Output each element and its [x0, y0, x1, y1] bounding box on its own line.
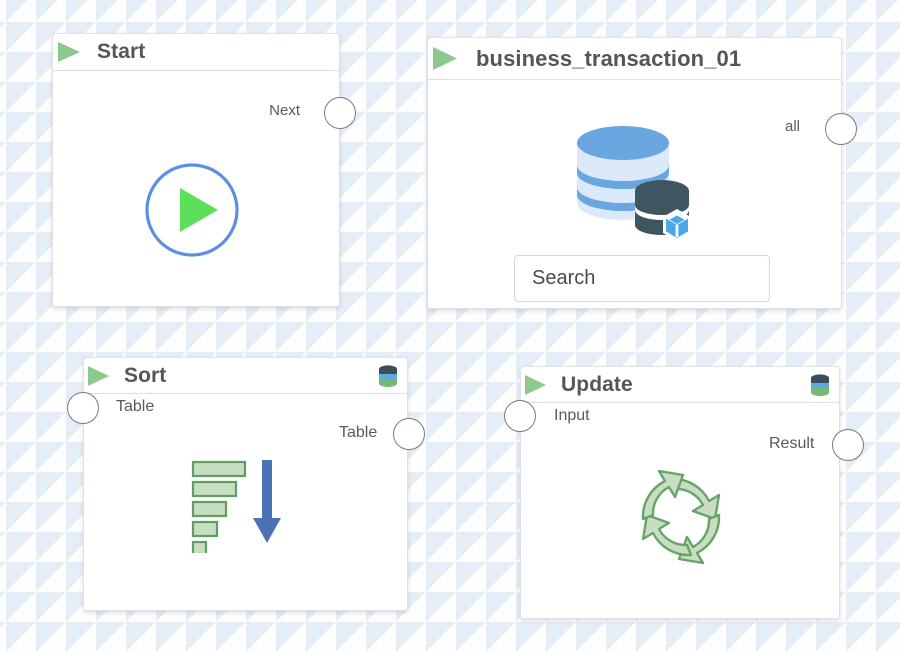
refresh-cycle-icon — [641, 469, 721, 565]
port-output-result[interactable] — [832, 429, 864, 461]
node-business-transaction-01-body[interactable]: Search — [427, 79, 842, 309]
node-sort-title: Sort — [124, 363, 167, 387]
port-label-input: Input — [554, 407, 590, 424]
play-circle-icon[interactable] — [142, 160, 242, 260]
node-start-title: Start — [97, 40, 146, 63]
database-cube-icon — [577, 126, 691, 241]
port-label-result: Result — [769, 435, 815, 452]
play-triangle-icon — [58, 42, 80, 62]
database-stack-icon — [379, 364, 397, 387]
node-start[interactable]: Start Next — [52, 33, 356, 307]
node-sort-body[interactable] — [83, 393, 408, 611]
node-business-transaction-01[interactable]: business_transaction_01 — [427, 37, 857, 309]
node-business-transaction-01-header[interactable]: business_transaction_01 — [427, 37, 842, 80]
node-sort[interactable]: Sort — [67, 357, 425, 611]
node-update-header[interactable]: Update — [520, 366, 840, 403]
sort-bars-arrow-icon — [191, 460, 281, 553]
port-input-input[interactable] — [504, 400, 536, 432]
port-label-next: Next — [269, 102, 300, 119]
port-label-all: all — [784, 118, 800, 135]
search-input[interactable]: Search — [514, 255, 770, 302]
play-triangle-icon — [433, 47, 457, 70]
port-output-next[interactable] — [324, 97, 356, 129]
node-update-title: Update — [561, 372, 633, 396]
node-update-body[interactable] — [520, 402, 840, 619]
node-start-body[interactable] — [52, 70, 340, 307]
search-input-value: Search — [532, 267, 596, 289]
port-label-table-in: Table — [116, 398, 155, 415]
port-label-table-out: Table — [339, 424, 378, 441]
play-triangle-icon — [88, 365, 109, 386]
port-output-all[interactable] — [825, 113, 857, 145]
node-update[interactable]: Update — [504, 366, 864, 619]
node-start-header[interactable]: Start — [52, 33, 340, 71]
port-output-table[interactable] — [393, 418, 425, 450]
play-triangle-icon — [525, 374, 546, 395]
node-sort-header[interactable]: Sort — [83, 357, 408, 394]
database-stack-icon — [811, 373, 829, 396]
port-input-table[interactable] — [67, 392, 99, 424]
node-business-transaction-01-title: business_transaction_01 — [476, 45, 742, 71]
